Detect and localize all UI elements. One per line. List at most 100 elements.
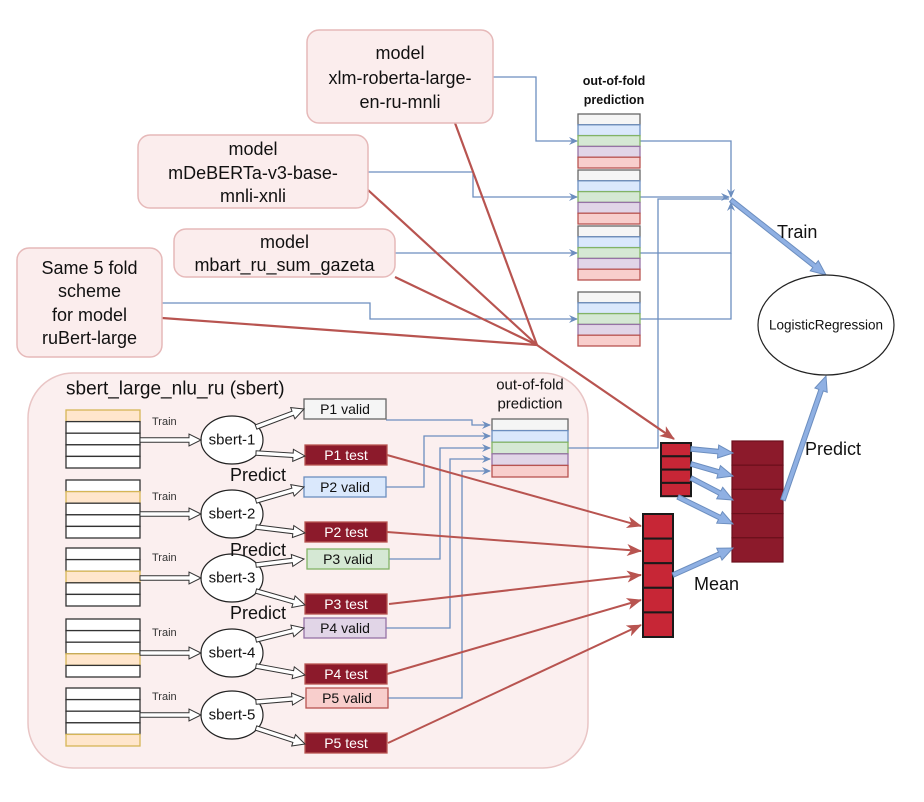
train-fold-row (65, 593, 141, 607)
model-box-label: ruBert-large (42, 328, 137, 348)
model-node-label: sbert-3 (209, 570, 256, 587)
model-box-frame (137, 134, 369, 209)
mean-stack-row (642, 611, 674, 639)
test-to-mean-arrow-2 (386, 531, 642, 556)
model-box-label: model (228, 139, 277, 159)
combined-stack-row (731, 512, 784, 539)
valid-box-label: P3 valid (323, 551, 373, 567)
model-box-frame (173, 228, 396, 278)
oof-row-purple (577, 323, 641, 336)
train-arrow (139, 507, 203, 521)
train-fold-row (65, 710, 141, 724)
model-box-label: xlm-roberta-large- (328, 68, 471, 88)
connector-oof4-to-junction (640, 253, 732, 320)
connector-valid-to-oof-2 (386, 432, 491, 488)
predict-arrow (780, 374, 828, 502)
mean-label: Mean (694, 574, 739, 594)
oof-row-red (491, 464, 569, 478)
valid-box-label: P1 valid (320, 401, 370, 417)
predict-test-arrow (255, 524, 307, 539)
top-oof-label: out-of-fold (583, 74, 645, 88)
oof-stack-model-3 (577, 225, 641, 281)
train-arrow (139, 433, 203, 447)
model-box-frame (16, 247, 163, 358)
combine-arrow-3 (689, 475, 735, 501)
train-fold-row (65, 432, 141, 446)
predict-label: Predict (230, 540, 286, 560)
combined-stack-row (731, 464, 784, 491)
train-label: Train (152, 491, 177, 503)
oof-stack-model-2 (577, 169, 641, 225)
predict-valid-arrow (255, 692, 306, 706)
test-to-mean-arrow-4 (386, 598, 642, 675)
oof-row-green (577, 246, 641, 260)
predict-test-arrow (254, 725, 307, 747)
oof-row-green (491, 441, 569, 455)
train-fold-row (65, 479, 141, 493)
predict-valid-arrow (254, 624, 306, 643)
oof-row-purple (577, 257, 641, 270)
logistic-regression-node (757, 274, 895, 376)
train-fold-row (65, 514, 141, 528)
mean-stack-row (642, 586, 674, 614)
mean-stack-row (642, 513, 674, 540)
model-box-label: Same 5 fold (41, 258, 137, 278)
oof-row-red (577, 268, 641, 281)
train-arrow (139, 708, 203, 722)
oof-row-green (577, 134, 641, 148)
mean-stack-row (642, 562, 674, 589)
test-box-label: P3 test (324, 596, 368, 612)
combined-test-stack (731, 440, 784, 563)
oof-row-red (577, 334, 641, 347)
combined-stack-row (731, 440, 784, 466)
oof-row-green (577, 312, 641, 326)
oof-row-gray (577, 169, 641, 182)
combine-arrow-1 (690, 444, 735, 459)
train-fold-row (65, 722, 141, 736)
connector-oof3-to-junction (640, 202, 735, 254)
model-box-label: en-ru-mnli (359, 92, 440, 112)
train-label: Train (152, 552, 177, 564)
predict-test-arrow (255, 448, 307, 463)
model-node-label: sbert-1 (209, 432, 256, 449)
mean-stack-row (642, 537, 674, 565)
train-label: Train (152, 627, 177, 639)
connector-valid-to-oof-5 (388, 467, 491, 699)
model-box-label: model (260, 232, 309, 252)
connector-model-to-oof-2 (368, 171, 578, 201)
predict-label: Predict (230, 603, 286, 623)
model-test-row (660, 442, 692, 458)
model-box-label: model (375, 43, 424, 63)
logistic-regression-label: LogisticRegression (769, 318, 883, 333)
oof-row-purple (577, 145, 641, 158)
test-box-label: P1 test (324, 447, 368, 463)
oof-row-green (577, 190, 641, 204)
model-box-label: mbart_ru_sum_gazeta (194, 255, 375, 276)
oof-row-blue (577, 302, 641, 315)
oof-row-red (577, 212, 641, 225)
test-to-mean-arrow-1 (386, 454, 642, 529)
connector-oof1-to-junction (640, 140, 735, 198)
predict-valid-arrow (254, 483, 306, 504)
oof-row-blue (577, 236, 641, 249)
connector-sbert-oof-to-junction (568, 198, 729, 449)
train-fold-row (65, 687, 141, 701)
model-box-xlm-roberta: model xlm-roberta-large-en-ru-mnli (306, 29, 494, 124)
valid-box (305, 687, 389, 709)
oof-row-red (577, 156, 641, 169)
train-fold-row (65, 444, 141, 458)
train-label-meta: Train (777, 222, 817, 242)
train-label: Train (152, 416, 177, 428)
predict-label: Predict (230, 465, 286, 485)
model-test-row (660, 455, 692, 471)
model-test-row (660, 481, 692, 498)
holdout-fold-row (65, 733, 141, 747)
model-node-label: sbert-5 (209, 707, 256, 724)
valid-box-label: P2 valid (320, 479, 370, 495)
sbert-title: sbert_large_nlu_ru (sbert) (66, 379, 285, 400)
predict-test-arrow (254, 588, 307, 609)
oof-row-gray (491, 418, 569, 432)
